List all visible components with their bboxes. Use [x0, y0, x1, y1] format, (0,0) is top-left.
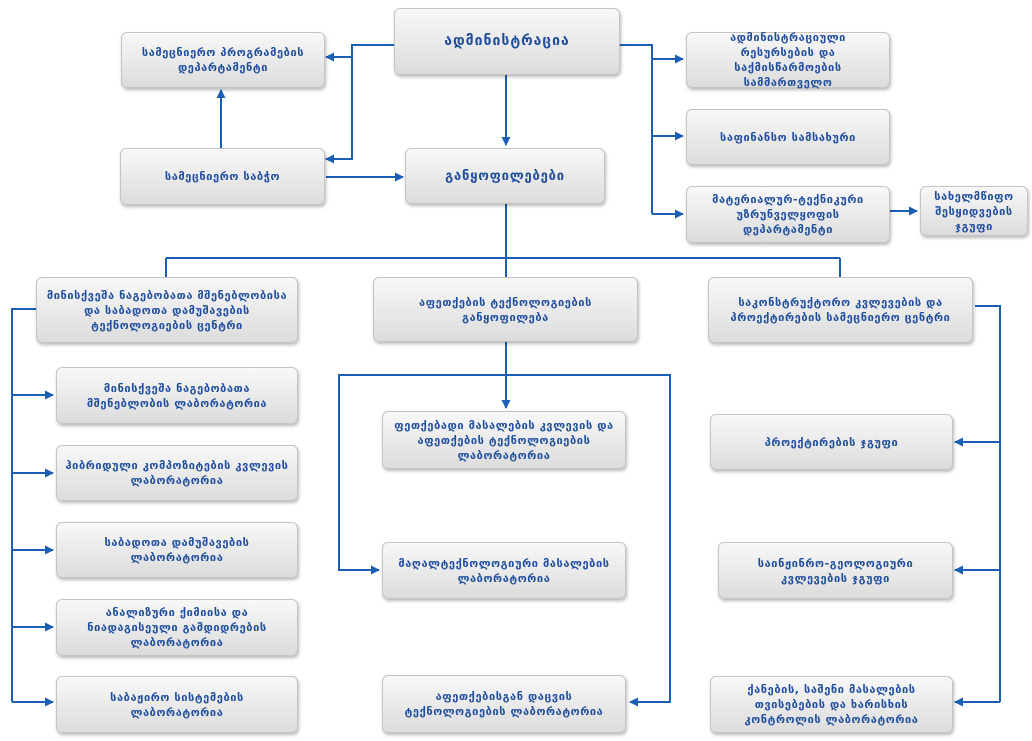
middle-dept-box: აფეთქების ტექნოლოგიების განყოფილება	[373, 277, 638, 342]
administration-box: ადმინისტრაცია	[394, 8, 620, 75]
connector-admin-right-bus	[620, 44, 653, 214]
mtd-dept-box: მატერიალურ-ტექნიკური უზრუნველყოფის დეპარ…	[686, 186, 890, 243]
left-lab-box-1: მინისქვეშა ნაგებობათა მშენებლობის ლაბორა…	[56, 367, 298, 424]
left-lab-box-4: ანალიზური ქიმიისა და ნიადაგისეული გამდიდ…	[56, 599, 298, 656]
connector-middle-right	[506, 374, 671, 707]
right-lab-box-2: საინჟინრო-გეოლოგიური კვლევების ჯგუფი	[718, 542, 953, 599]
finance-service-box: საფინანსო სამსახური	[686, 109, 890, 165]
connector-admin-to-programs	[325, 44, 394, 62]
right-lab-box-3: ქანების, საშენი მასალების თვისებების და …	[710, 676, 953, 733]
right-lab-box-1: პროექტირების ჯგუფი	[710, 414, 953, 470]
connector-admin-to-council	[325, 45, 353, 164]
connector-middle-left	[338, 374, 506, 575]
admin-resources-box: ადმინისტრაციული რესურსების და საქმისწარმ…	[686, 31, 890, 89]
left-lab-box-2: ჰიბრიდული კომპოზიტების კვლევის ლაბორატორ…	[56, 445, 298, 501]
connector-right-bus	[975, 305, 1001, 702]
state-procurement-group-box: სახელმწიფო შესყიდვების ჯგუფი	[920, 186, 1028, 236]
middle-lab-box-2: მაღალტექნოლოგიური მასალების ლაბორატორია	[382, 542, 626, 599]
right-center-box: საკონსტრუქტორო კვლევების და პროექტირების…	[708, 277, 973, 343]
left-lab-box-3: საბადოთა დამუშავების ლაბორატორია	[56, 522, 298, 578]
departments-box: განყოფილებები	[405, 148, 605, 204]
middle-lab-box-1: ფეთქებადი მასალების კვლევის და აფეთქების…	[382, 411, 626, 469]
scientific-programs-dept-box: სამეცნიერო პროგრამების დეპარტამენტი	[121, 32, 325, 88]
scientific-council-box: სამეცნიერო საბჭო	[120, 148, 325, 205]
middle-lab-box-3: აფეთქებისგან დაცვის ტექნოლოგიების ლაბორა…	[382, 675, 626, 733]
left-lab-box-5: საბაჟირო სისტემების ლაბორატორია	[56, 676, 298, 733]
connector-left-bus	[11, 308, 36, 702]
left-center-box: მინისქვეშა ნაგებობათა მშენებლობისა და სა…	[36, 277, 298, 343]
